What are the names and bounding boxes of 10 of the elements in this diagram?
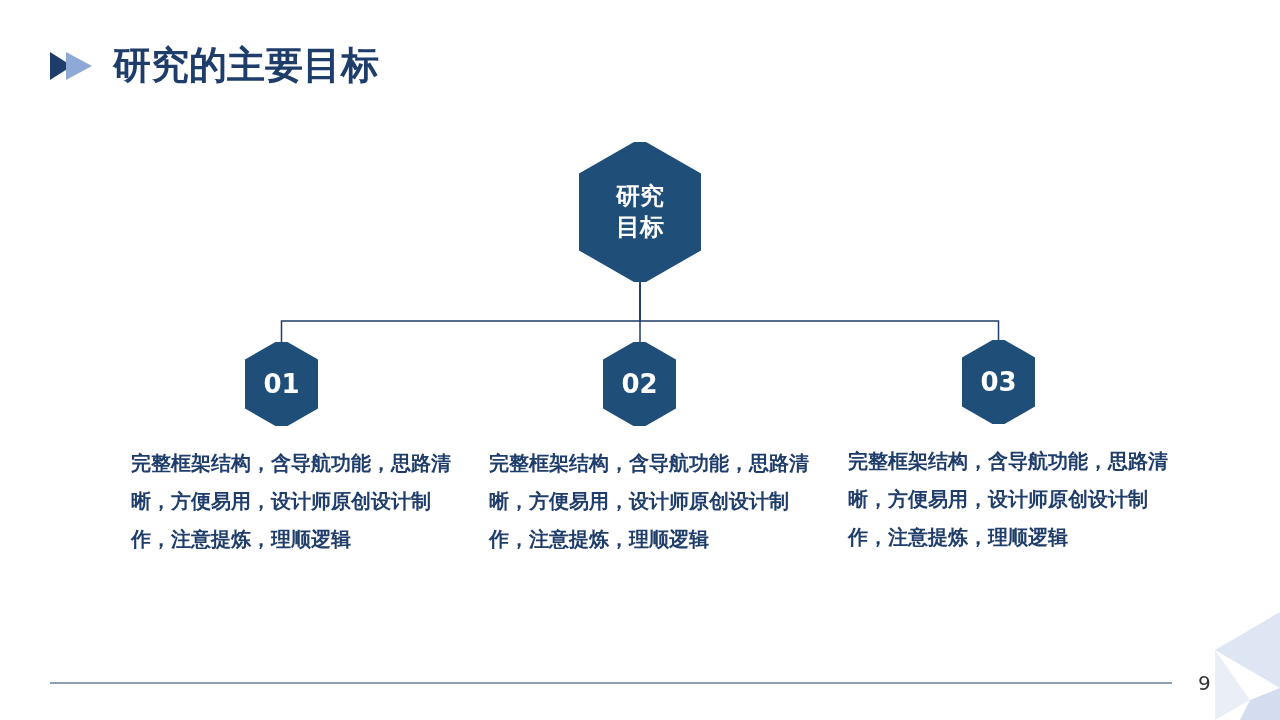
step-number: 01: [263, 369, 300, 399]
slide-title: 研究的主要目标: [113, 42, 379, 89]
connector-line: [639, 281, 1000, 341]
description-text: 完整框架结构，含导航功能，思路清晰，方便易用，设计师原创设计制作，注意提炼，理顺逻辑: [131, 450, 452, 553]
step-number: 02: [621, 369, 658, 399]
description-text: 完整框架结构，含导航功能，思路清晰，方便易用，设计师原创设计制作，注意提炼，理顺逻辑: [489, 450, 810, 553]
hexagon-label: 研究目标: [615, 180, 665, 243]
step-number: 03: [980, 367, 1017, 397]
page-number: 9: [1198, 671, 1211, 695]
description-text: 完整框架结构，含导航功能，思路清晰，方便易用，设计师原创设计制作，注意提炼，理顺逻辑: [848, 448, 1169, 551]
